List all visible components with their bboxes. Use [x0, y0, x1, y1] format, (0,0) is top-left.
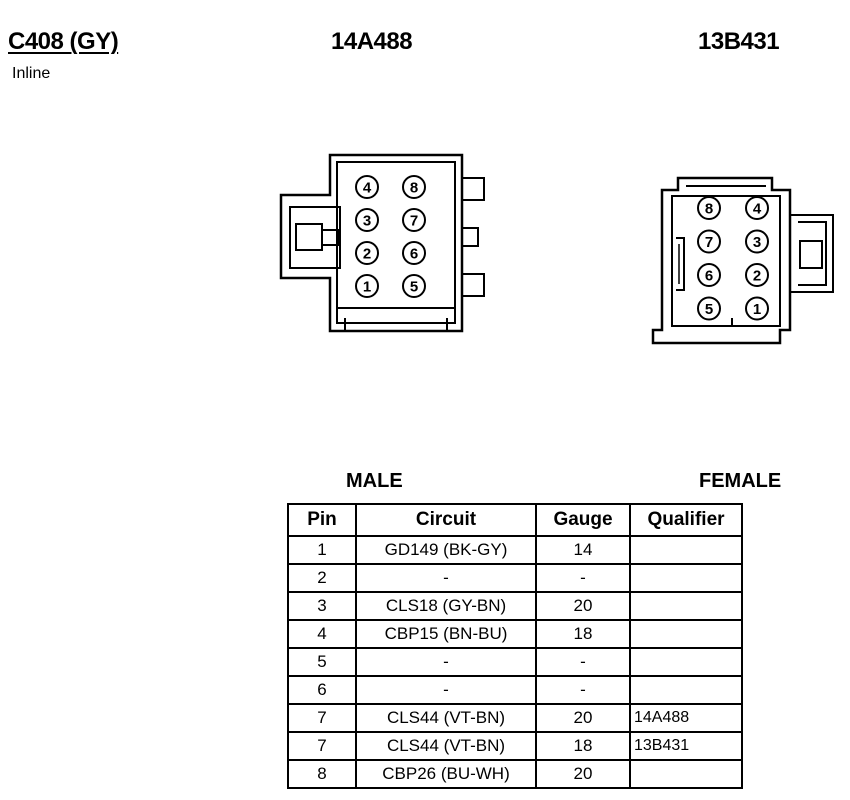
- male-part-number: 14A488: [331, 28, 413, 55]
- cell-pin: 6: [287, 675, 357, 705]
- cell-pin: 1: [287, 535, 357, 565]
- cell-circuit: CBP15 (BN-BU): [355, 619, 537, 649]
- pin-number: 2: [753, 268, 761, 285]
- pin-circle: [697, 296, 721, 321]
- cell-qualifier: [629, 647, 743, 677]
- cell-gauge: 20: [535, 591, 631, 621]
- cell-circuit: CLS44 (VT-BN): [355, 731, 537, 761]
- cell-gauge: 20: [535, 703, 631, 733]
- pin-number: 3: [753, 234, 761, 251]
- pin-circle: [745, 263, 769, 287]
- pin-number: 6: [410, 246, 418, 263]
- cell-gauge: -: [535, 647, 631, 677]
- pin-number: 7: [705, 234, 713, 251]
- pin-circle: [697, 263, 721, 287]
- cell-circuit: -: [355, 647, 537, 677]
- male-connector: [279, 153, 485, 333]
- cell-gauge: 14: [535, 535, 631, 565]
- pin-circle: [745, 229, 769, 254]
- pin-circle: [745, 296, 769, 321]
- pin-number: 4: [363, 180, 372, 197]
- connector-diagram: 4 8 3 7 2 6 1 5 8 4 7 3 6 2 5 1: [279, 153, 834, 345]
- male-pin-group: 4 8 3 7 2 6 1 5: [355, 175, 426, 298]
- pin-number: 1: [753, 301, 761, 318]
- cell-qualifier: [629, 675, 743, 705]
- cell-pin: 7: [287, 731, 357, 761]
- pin-circle: [355, 175, 379, 199]
- cell-circuit: CBP26 (BU-WH): [355, 759, 537, 789]
- cell-qualifier: 13B431: [629, 731, 743, 761]
- pin-circle: [355, 208, 379, 232]
- pin-circle: [745, 196, 769, 220]
- cell-pin: 8: [287, 759, 357, 789]
- cell-gauge: 18: [535, 619, 631, 649]
- pin-circle: [402, 274, 426, 298]
- table-row: 6--: [287, 675, 743, 705]
- connector-title: C408 (GY): [8, 28, 119, 55]
- cell-gauge: -: [535, 563, 631, 593]
- female-connector: [651, 176, 834, 345]
- cell-gauge: 18: [535, 731, 631, 761]
- female-label: FEMALE: [699, 470, 782, 492]
- cell-qualifier: [629, 591, 743, 621]
- male-label: MALE: [346, 470, 403, 492]
- cell-circuit: -: [355, 563, 537, 593]
- cell-pin: 5: [287, 647, 357, 677]
- column-header-qualifier: Qualifier: [629, 503, 743, 537]
- pin-number: 3: [363, 213, 371, 230]
- cell-qualifier: [629, 563, 743, 593]
- column-header-gauge: Gauge: [535, 503, 631, 537]
- pin-number: 2: [363, 246, 371, 263]
- cell-circuit: CLS18 (GY-BN): [355, 591, 537, 621]
- pin-number: 4: [753, 201, 762, 218]
- table-row: 5--: [287, 647, 743, 677]
- cell-qualifier: [629, 535, 743, 565]
- column-header-pin: Pin: [287, 503, 357, 537]
- cell-circuit: -: [355, 675, 537, 705]
- cell-qualifier: 14A488: [629, 703, 743, 733]
- pin-number: 7: [410, 213, 418, 230]
- cell-circuit: GD149 (BK-GY): [355, 535, 537, 565]
- cell-gauge: -: [535, 675, 631, 705]
- cell-pin: 7: [287, 703, 357, 733]
- cell-qualifier: [629, 619, 743, 649]
- pin-circle: [402, 241, 426, 265]
- cell-pin: 2: [287, 563, 357, 593]
- cell-qualifier: [629, 759, 743, 789]
- pin-circle: [355, 241, 379, 265]
- connector-subtitle: Inline: [12, 65, 51, 82]
- female-part-number: 13B431: [698, 28, 780, 55]
- column-header-circuit: Circuit: [355, 503, 537, 537]
- pin-number: 1: [363, 279, 371, 296]
- pin-number: 6: [705, 268, 713, 285]
- cell-gauge: 20: [535, 759, 631, 789]
- pin-number: 8: [705, 201, 713, 218]
- table-row: 2--: [287, 563, 743, 593]
- table-header-row: Pin Circuit Gauge Qualifier: [287, 503, 743, 537]
- pin-number: 5: [410, 279, 418, 296]
- female-pin-group: 8 4 7 3 6 2 5 1: [697, 196, 769, 321]
- pin-circle: [697, 196, 721, 220]
- pin-number: 5: [705, 301, 713, 318]
- pin-circle: [355, 274, 379, 298]
- cell-pin: 4: [287, 619, 357, 649]
- pin-circle: [402, 175, 426, 199]
- pin-number: 8: [410, 180, 418, 197]
- cell-circuit: CLS44 (VT-BN): [355, 703, 537, 733]
- pin-circle: [402, 208, 426, 232]
- cell-pin: 3: [287, 591, 357, 621]
- pin-circle: [697, 229, 721, 254]
